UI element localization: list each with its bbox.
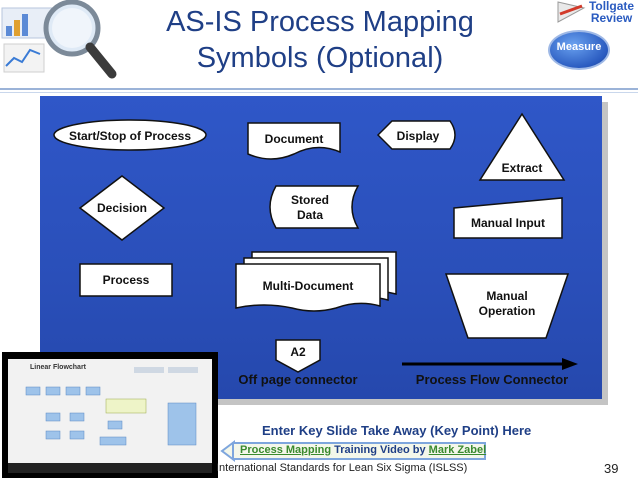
process-mapping-link[interactable]: Process Mapping bbox=[240, 444, 332, 456]
manual-input-label: Manual Input bbox=[471, 216, 545, 230]
extract-label: Extract bbox=[502, 161, 543, 175]
tollgate-line-2: Review bbox=[590, 11, 633, 25]
manual-operation-symbol bbox=[444, 273, 570, 339]
multi-document-label: Multi-Document bbox=[263, 279, 354, 293]
video-credit: Process Mapping Training Video by Mark Z… bbox=[240, 444, 486, 456]
slide-title: AS-IS Process Mapping Symbols (Optional) bbox=[150, 4, 490, 76]
symbols-canvas: Start/Stop of Process Document Display E… bbox=[53, 112, 578, 387]
multi-document-symbol bbox=[235, 263, 381, 312]
flow-connector-label: Process Flow Connector bbox=[416, 372, 568, 387]
stored-data-label-2: Data bbox=[297, 208, 323, 222]
video-credit-middle: Training Video by bbox=[331, 444, 429, 456]
extract-symbol bbox=[478, 112, 566, 181]
tollgate-flag-icon bbox=[556, 0, 586, 26]
title-divider-secondary bbox=[0, 92, 638, 93]
manual-operation-label-1: Manual bbox=[486, 289, 527, 303]
title-line-2: Symbols (Optional) bbox=[196, 42, 444, 74]
video-credit-callout bbox=[232, 442, 486, 460]
measure-badge-label: Measure bbox=[556, 41, 602, 53]
process-label: Process bbox=[103, 273, 150, 287]
display-label: Display bbox=[397, 129, 440, 143]
title-line-1: AS-IS Process Mapping bbox=[166, 6, 474, 38]
measure-badge bbox=[548, 30, 610, 70]
title-divider bbox=[0, 88, 638, 90]
offpage-connector-symbol bbox=[275, 339, 321, 373]
key-takeaway: Enter Key Slide Take Away (Key Point) He… bbox=[262, 423, 532, 438]
page-number: 39 bbox=[604, 461, 619, 476]
decision-label: Decision bbox=[97, 201, 147, 215]
tollgate-line-1: Tollgate bbox=[588, 0, 635, 13]
manual-input-symbol bbox=[453, 197, 563, 239]
footer-text: International Standards for Lean Six Sig… bbox=[216, 462, 468, 474]
document-symbol bbox=[247, 122, 341, 160]
display-symbol bbox=[376, 120, 456, 150]
document-label: Document bbox=[265, 132, 324, 146]
manual-operation-label-2: Operation bbox=[479, 304, 536, 318]
decision-symbol bbox=[78, 175, 166, 241]
process-symbol bbox=[79, 263, 173, 297]
magnifier-illustration bbox=[0, 0, 130, 86]
tollgate-review-label: Tollgate Review bbox=[585, 0, 638, 24]
start-stop-label: Start/Stop of Process bbox=[69, 129, 191, 143]
start-stop-symbol bbox=[53, 119, 207, 151]
offpage-label: Off page connector bbox=[238, 372, 357, 387]
offpage-code: A2 bbox=[290, 345, 306, 359]
stored-data-label-1: Stored bbox=[291, 193, 329, 207]
stored-data-symbol bbox=[269, 185, 360, 229]
flow-connector-arrowhead bbox=[562, 358, 578, 370]
video-heading: Linear Flowchart bbox=[30, 364, 87, 371]
video-flowchart-preview bbox=[8, 367, 212, 473]
mark-zabel-link[interactable]: Mark Zabel bbox=[428, 444, 487, 456]
